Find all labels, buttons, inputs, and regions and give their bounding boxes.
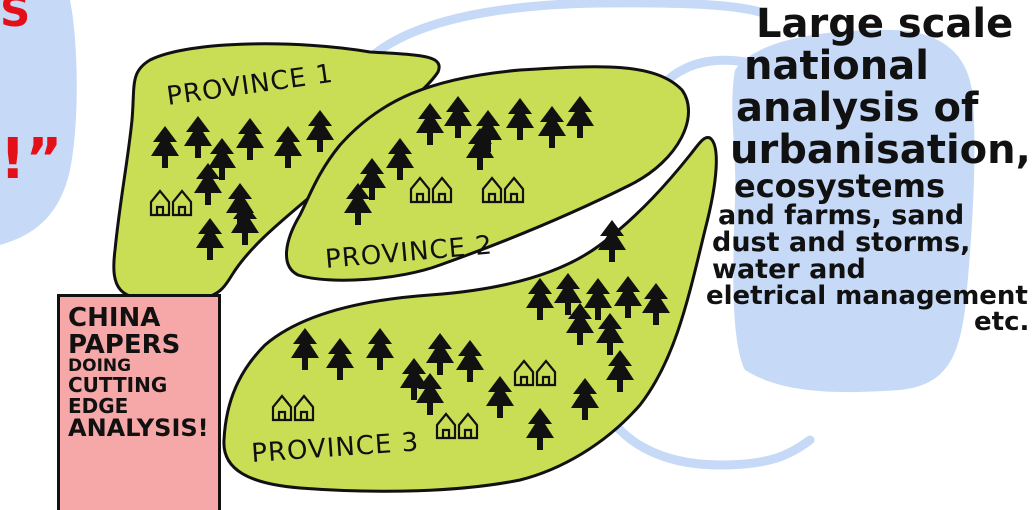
tree-icon — [642, 283, 670, 325]
tree-icon — [566, 96, 594, 138]
callout-line: water and — [712, 254, 866, 285]
callout-line: Large scale — [756, 1, 1014, 47]
house-icon — [435, 412, 457, 440]
note-line: CUTTING — [68, 373, 168, 398]
tree-icon — [226, 183, 254, 225]
tree-icon — [526, 278, 554, 320]
tree-icon — [358, 158, 386, 200]
callout-text: Large scale national analysis of urbanis… — [706, 1, 1034, 337]
note-text: CHINA PAPERS DOING CUTTING EDGE ANALYSIS… — [68, 305, 209, 441]
house-icon — [481, 176, 503, 204]
tree-icon — [554, 273, 582, 315]
tree-icon — [196, 218, 224, 260]
tree-icon — [151, 126, 179, 168]
tree-icon — [306, 110, 334, 152]
tree-icon — [584, 278, 612, 320]
house-icon — [171, 189, 193, 217]
tree-icon — [366, 328, 394, 370]
note-line: ANALYSIS! — [68, 414, 209, 443]
tree-icon — [208, 138, 236, 180]
note-line: PAPERS — [68, 329, 181, 360]
tree-icon — [444, 96, 472, 138]
tree-icon — [506, 98, 534, 140]
tree-icon — [416, 103, 444, 145]
house-icon — [457, 412, 479, 440]
house-icon — [271, 394, 293, 422]
note-line: CHINA — [68, 303, 161, 333]
callout-line: etc. — [974, 307, 1030, 337]
houses — [149, 176, 557, 440]
tree-icon — [236, 118, 264, 160]
house-icon — [431, 176, 453, 204]
callout-line: dust and storms, — [712, 227, 971, 258]
tree-icon — [466, 128, 494, 170]
tree-icon — [344, 183, 372, 225]
tree-icon — [426, 333, 454, 375]
house-icon — [293, 394, 315, 422]
tree-icon — [526, 408, 554, 450]
tree-icon — [606, 350, 634, 392]
callout-line: analysis of — [736, 85, 979, 131]
sticky-note: CHINA PAPERS DOING CUTTING EDGE ANALYSIS… — [57, 294, 221, 510]
tree-icon — [194, 163, 222, 205]
tree-icon — [416, 373, 444, 415]
callout-line: urbanisation, — [730, 127, 1031, 173]
tree-icon — [456, 340, 484, 382]
callout-line: national — [744, 43, 929, 89]
tree-icon — [614, 276, 642, 318]
forest — [151, 96, 670, 450]
tree-icon — [566, 303, 594, 345]
tree-icon — [486, 376, 514, 418]
blue-circle-fragment — [0, 0, 77, 245]
house-icon — [503, 176, 525, 204]
tree-icon — [400, 358, 428, 400]
house-icon — [409, 176, 431, 204]
red-fragment-bottom: !” — [0, 127, 62, 192]
note-line: DOING — [68, 356, 132, 377]
tree-icon — [184, 116, 212, 158]
tree-icon — [474, 110, 502, 152]
tree-icon — [596, 313, 624, 355]
callout-line: eletrical management — [706, 281, 1028, 311]
tree-icon — [326, 338, 354, 380]
callout-line: ecosystems — [734, 167, 945, 205]
callout-background — [732, 29, 975, 393]
connector-arc-bottom — [597, 395, 815, 470]
tree-icon — [538, 106, 566, 148]
house-icon — [513, 359, 535, 387]
house-icon — [149, 189, 171, 217]
tree-icon — [598, 220, 626, 262]
tree-icon — [571, 378, 599, 420]
tree-icon — [274, 126, 302, 168]
note-line: EDGE — [68, 393, 129, 418]
tree-icon — [231, 203, 259, 245]
tree-icon — [386, 138, 414, 180]
connector-arc-top — [347, 0, 765, 85]
province-1-land — [112, 42, 441, 302]
house-icon — [535, 359, 557, 387]
red-fragment-top: S — [0, 0, 30, 36]
tree-icon — [291, 328, 319, 370]
callout-line: and farms, sand — [718, 200, 965, 231]
